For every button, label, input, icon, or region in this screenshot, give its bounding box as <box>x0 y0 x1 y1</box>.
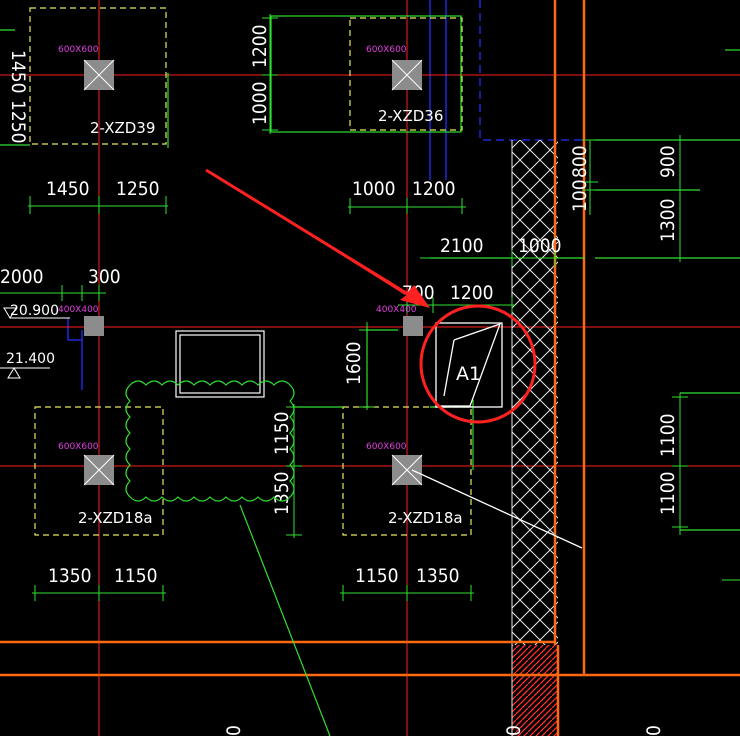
column-small-mid <box>403 316 423 336</box>
dim-1600: 1600 <box>343 342 365 386</box>
dim-1350-v: 1350 <box>271 472 293 516</box>
dim-1000-r: 1000 <box>518 235 562 257</box>
dim-0-a: 0 <box>223 725 245 736</box>
column-small-left <box>84 316 104 336</box>
elevation-21-400: 21.400 <box>6 351 55 367</box>
dim-1200-v: 1200 <box>249 25 271 69</box>
elevation-markers: 20.900 21.400 <box>0 303 70 379</box>
dim-300: 300 <box>88 266 121 288</box>
opening-rectangle <box>175 330 265 398</box>
size-label-col-left: 400X400 <box>58 305 99 315</box>
elevation-20-900: 20.900 <box>10 303 59 319</box>
dim-1350-l: 1350 <box>48 565 92 587</box>
dim-800: 800 <box>569 145 591 178</box>
dim-0-c: 0 <box>643 725 665 736</box>
a1-detail <box>411 322 583 549</box>
dim-1250: 1250 <box>116 178 160 200</box>
dim-2100: 2100 <box>440 235 484 257</box>
pile-cap-outlines <box>29 7 472 536</box>
dim-1200-m: 1200 <box>450 282 494 304</box>
dim-edge-top: 1450 <box>7 50 29 94</box>
dim-1150-r: 1150 <box>355 565 399 587</box>
column-xzd18a-left <box>83 454 115 486</box>
cap-label-xzd36: 2-XZD36 <box>378 107 443 125</box>
dim-1000-v: 1000 <box>249 82 271 126</box>
dim-1200-h: 1200 <box>412 178 456 200</box>
hatched-wall <box>511 140 558 736</box>
dim-1100-b: 1100 <box>657 472 679 516</box>
size-label-col-mid: 400X400 <box>376 305 417 315</box>
dim-2000: 2000 <box>0 266 44 288</box>
dim-1150-v: 1150 <box>271 412 293 456</box>
dim-1100-a: 1100 <box>657 414 679 458</box>
column-xzd18a-right <box>391 454 423 486</box>
highlight-circle <box>419 304 537 424</box>
dim-900: 900 <box>657 145 679 178</box>
column-xzd39 <box>83 59 115 91</box>
dim-1350-r: 1350 <box>416 565 460 587</box>
dim-1450: 1450 <box>46 178 90 200</box>
dimension-texts: 1450 1250 1000 1200 1200 1000 2100 1000 … <box>0 25 679 736</box>
column-xzd36 <box>391 59 423 91</box>
cap-label-xzd39: 2-XZD39 <box>90 119 155 137</box>
a1-label: A1 <box>456 363 481 385</box>
column-size-labels: 600X600 600X600 600X600 600X600 400X400 … <box>58 45 417 452</box>
red-arrow <box>205 168 430 308</box>
size-label-xzd36: 600X600 <box>366 45 407 55</box>
cap-label-xzd18a-right: 2-XZD18a <box>388 509 463 527</box>
cap-labels: 2-XZD39 2-XZD36 2-XZD18a 2-XZD18a <box>78 107 463 527</box>
size-label-xzd39: 600X600 <box>58 45 99 55</box>
cap-label-xzd18a-left: 2-XZD18a <box>78 509 153 527</box>
size-label-xzd18a-left: 600X600 <box>58 442 99 452</box>
dim-edge-mid: 1250 <box>7 100 29 144</box>
dim-1300: 1300 <box>657 199 679 243</box>
columns <box>83 59 423 486</box>
dim-1000-h: 1000 <box>352 178 396 200</box>
revision-cloud <box>125 380 295 502</box>
dim-1150-l: 1150 <box>114 565 158 587</box>
dim-0-b: 0 <box>503 725 525 736</box>
size-label-xzd18a-right: 600X600 <box>366 442 407 452</box>
dim-100: 100 <box>569 179 591 212</box>
